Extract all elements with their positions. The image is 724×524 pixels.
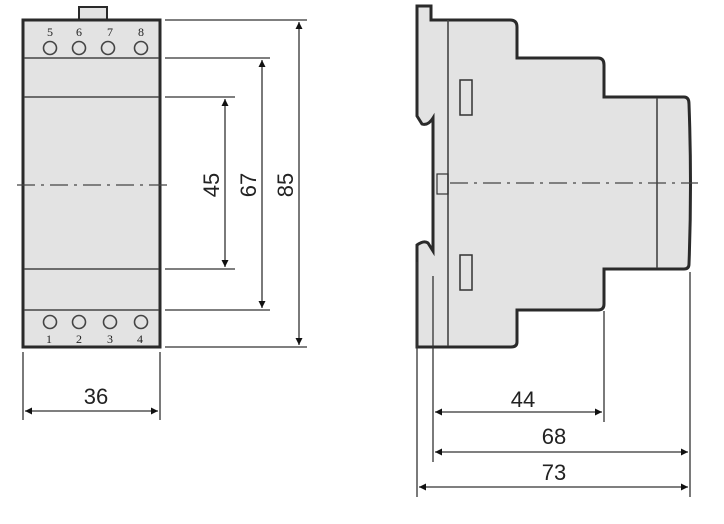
dimension-label-36: 36 [84, 384, 108, 409]
terminal-7 [100, 40, 116, 56]
terminal-label: 5 [47, 25, 53, 39]
dimension-label-44: 44 [511, 387, 535, 412]
bottom-terminals: 1 2 3 4 [42, 314, 149, 346]
terminal-3 [102, 314, 118, 330]
terminal-4 [133, 314, 149, 330]
terminal-5 [42, 40, 58, 56]
terminal-2 [71, 314, 87, 330]
terminal-label: 7 [107, 25, 113, 39]
side-housing [415, 4, 692, 349]
terminal-label: 1 [46, 332, 52, 346]
terminal-label: 3 [107, 332, 113, 346]
terminal-label: 6 [76, 25, 82, 39]
front-housing [21, 18, 162, 349]
side-view: 44 68 73 [415, 4, 698, 497]
vent-slot [459, 254, 473, 291]
dimension-label-73: 73 [542, 460, 566, 485]
terminal-label: 2 [76, 332, 82, 346]
terminal-6 [71, 40, 87, 56]
terminal-8 [133, 40, 149, 56]
dimension-label-68: 68 [542, 424, 566, 449]
rail-latch [436, 173, 449, 195]
dimension-label-85: 85 [273, 173, 298, 197]
terminal-label: 8 [138, 25, 144, 39]
dimension-label-67: 67 [236, 173, 261, 197]
top-terminals: 5 6 7 8 [42, 25, 149, 56]
vent-slot [459, 79, 473, 116]
terminal-label: 4 [137, 332, 143, 346]
terminal-1 [42, 314, 58, 330]
dimension-label-45: 45 [199, 173, 224, 197]
front-view: 5 6 7 8 1 2 3 4 45 67 85 [17, 6, 307, 420]
